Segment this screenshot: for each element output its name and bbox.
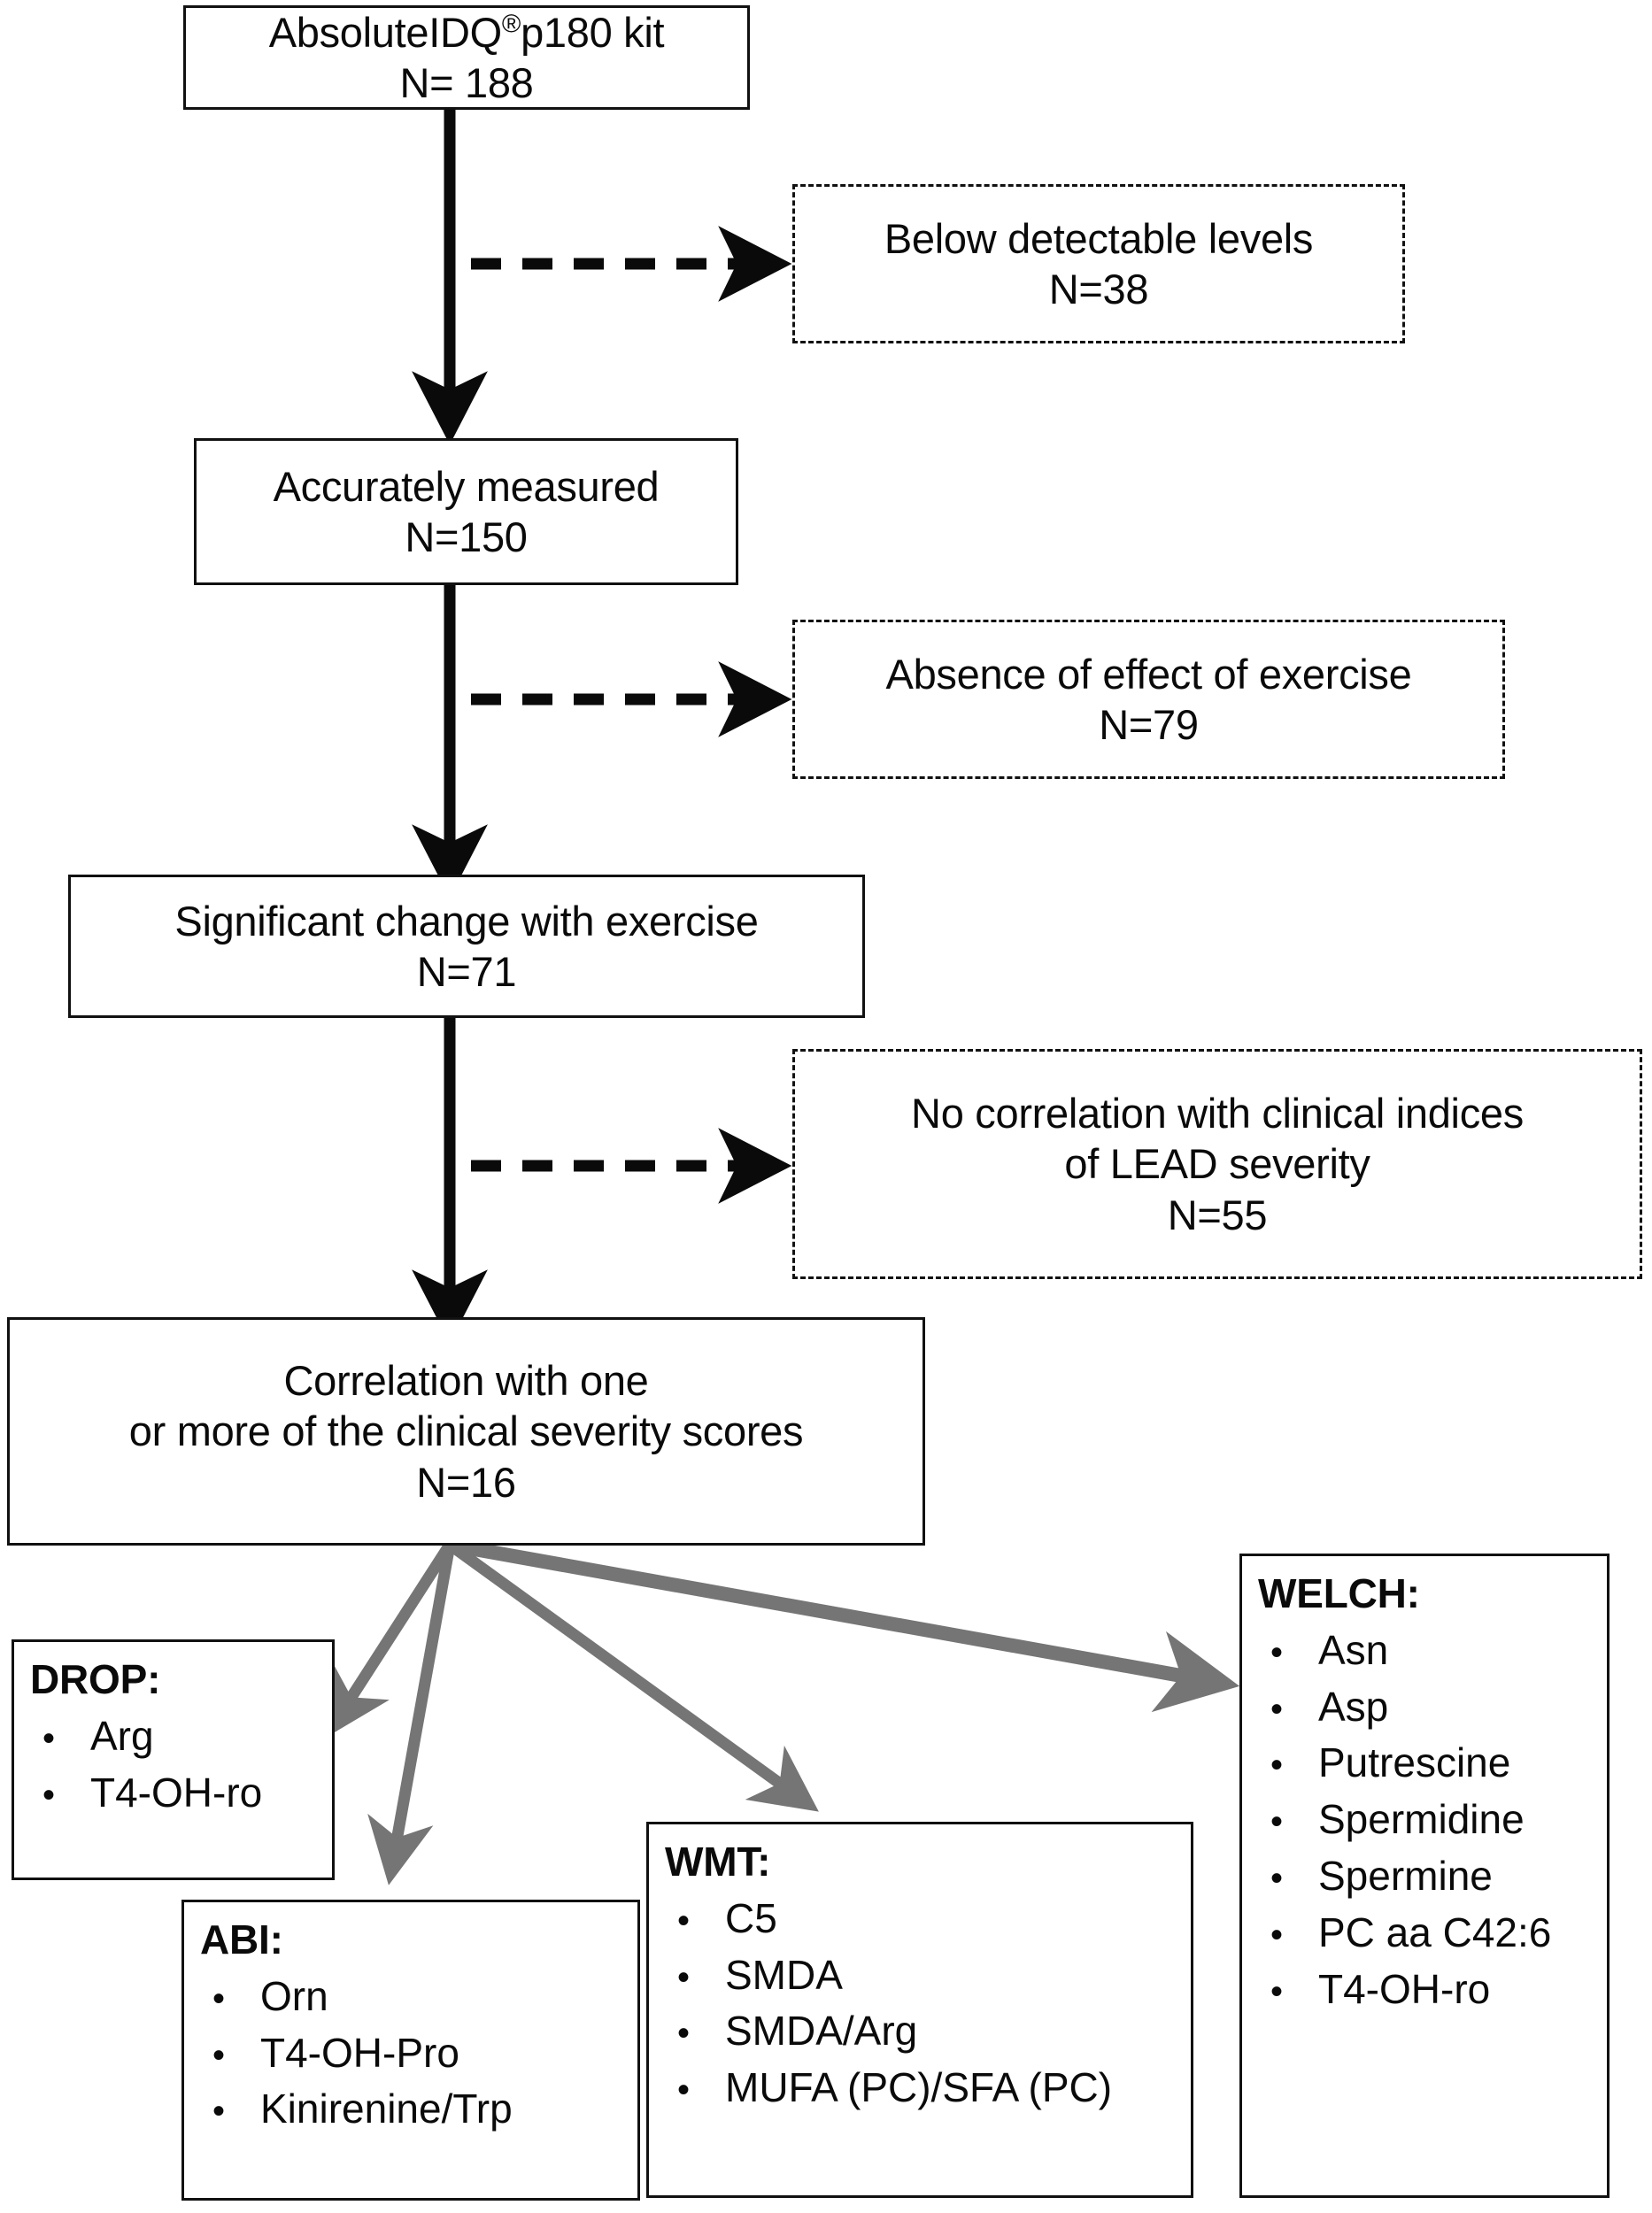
drop-header: DROP:: [30, 1656, 161, 1702]
registered-trademark-icon: ®: [501, 10, 521, 39]
bullet-icon: •: [1270, 1632, 1284, 1672]
exclusion-absence-of-effect: Absence of effect of exercise N=79: [792, 620, 1505, 779]
bullet-icon: •: [212, 2035, 226, 2075]
step-accurately-measured: Accurately measured N=150: [194, 438, 738, 585]
outcome-box-wmt: WMT: • C5 • SMDA • SMDA/Arg • MUFA (PC)/SFA …: [646, 1822, 1193, 2198]
abi-item-0: Orn: [260, 1972, 328, 2019]
drop-item-0: Arg: [90, 1712, 154, 1759]
bullet-icon: •: [677, 1957, 691, 1997]
abi-header: ABI:: [200, 1916, 283, 1962]
drop-item-1: T4-OH-ro: [90, 1769, 263, 1816]
bullet-icon: •: [1270, 1689, 1284, 1729]
bullet-icon: •: [212, 2092, 226, 2132]
bullet-icon: •: [42, 1718, 56, 1758]
exclusion-no-correlation: No correlation with clinical indices of …: [792, 1049, 1642, 1279]
welch-item-0: Asn: [1318, 1626, 1389, 1673]
exclusion-arrows: [471, 226, 792, 1204]
bullet-icon: •: [42, 1775, 56, 1815]
step2-count: N=150: [405, 513, 528, 560]
list-item: • SMDA/Arg: [665, 2008, 1178, 2055]
step-significant-change: Significant change with exercise N=71: [68, 875, 865, 1018]
step2-label: Accurately measured: [273, 462, 660, 510]
bullet-icon: •: [1270, 1859, 1284, 1899]
list-item: • Asp: [1258, 1684, 1594, 1731]
bullet-icon: •: [1270, 1746, 1284, 1785]
step3-label: Significant change with exercise: [174, 897, 759, 945]
abi-item-1: T4-OH-Pro: [260, 2029, 459, 2076]
wmt-item-0: C5: [725, 1894, 777, 1941]
bullet-icon: •: [677, 2014, 691, 2054]
list-item: • SMDA: [665, 1952, 1178, 2000]
wmt-item-2: SMDA/Arg: [725, 2008, 918, 2055]
abi-item-2: Kinirenine/Trp: [260, 2086, 513, 2132]
welch-item-2: Putrescine: [1318, 1739, 1511, 1786]
welch-item-list: • Asn • Asp • Putrescine • Spermidine • Sperm…: [1258, 1627, 1594, 2014]
wmt-item-3: MUFA (PC)/SFA (PC): [725, 2064, 1113, 2111]
outcome-fan-arrows: [325, 1538, 1240, 1885]
welch-item-3: Spermidine: [1318, 1796, 1525, 1843]
list-item: • C5: [665, 1895, 1178, 1943]
wmt-header: WMT:: [665, 1839, 771, 1885]
drop-item-list: • Arg • T4-OH-ro: [30, 1713, 320, 1817]
list-item: • Putrescine: [1258, 1739, 1594, 1787]
bullet-icon: •: [677, 1901, 691, 1940]
list-item: • Orn: [200, 1973, 625, 2021]
step4-count: N=16: [416, 1458, 516, 1506]
bullet-icon: •: [677, 2070, 691, 2110]
excl1-count: N=38: [1048, 266, 1149, 312]
excl2-label: Absence of effect of exercise: [885, 650, 1412, 698]
list-item: • Kinirenine/Trp: [200, 2086, 625, 2133]
excl3-line1: No correlation with clinical indices: [911, 1090, 1524, 1137]
outcome-box-drop: DROP: • Arg • T4-OH-ro: [12, 1639, 335, 1880]
step-absoluteidq-kit: AbsoluteIDQ®p180 kit N= 188: [183, 5, 750, 110]
bullet-icon: •: [1270, 1971, 1284, 2011]
welch-item-4: Spermine: [1318, 1853, 1493, 1900]
list-item: • T4-OH-Pro: [200, 2030, 625, 2078]
wmt-item-1: SMDA: [725, 1951, 843, 1998]
step4-line1: Correlation with one: [283, 1357, 649, 1404]
welch-item-6: T4-OH-ro: [1318, 1965, 1491, 2012]
excl3-line2: of LEAD severity: [1064, 1140, 1370, 1188]
list-item: • Spermine: [1258, 1853, 1594, 1901]
step1-label: AbsoluteIDQ®p180 kit: [268, 8, 665, 56]
excl3-count: N=55: [1167, 1191, 1268, 1238]
bullet-icon: •: [1270, 1915, 1284, 1955]
welch-header: WELCH:: [1258, 1570, 1420, 1616]
list-item: • Asn: [1258, 1627, 1594, 1675]
welch-item-1: Asp: [1318, 1683, 1389, 1730]
exclusion-below-detectable-levels: Below detectable levels N=38: [792, 184, 1405, 343]
outcome-box-welch: WELCH: • Asn • Asp • Putrescine • Spermidine…: [1239, 1554, 1610, 2198]
list-item: • Spermidine: [1258, 1796, 1594, 1844]
list-item: • MUFA (PC)/SFA (PC): [665, 2064, 1178, 2112]
bullet-icon: •: [212, 1978, 226, 2018]
list-item: • PC aa C42:6: [1258, 1909, 1594, 1957]
abi-item-list: • Orn • T4-OH-Pro • Kinirenine/Trp: [200, 1973, 625, 2133]
excl1-label: Below detectable levels: [884, 214, 1314, 262]
step4-line2: or more of the clinical severity scores: [128, 1407, 804, 1455]
welch-item-5: PC aa C42:6: [1318, 1908, 1552, 1955]
list-item: • T4-OH-ro: [1258, 1966, 1594, 2014]
list-item: • T4-OH-ro: [30, 1770, 320, 1817]
wmt-item-list: • C5 • SMDA • SMDA/Arg • MUFA (PC)/SFA (PC): [665, 1895, 1178, 2112]
step3-count: N=71: [416, 948, 517, 995]
excl2-count: N=79: [1099, 701, 1199, 748]
bullet-icon: •: [1270, 1802, 1284, 1842]
step1-count: N= 188: [399, 59, 534, 106]
step-correlation-with-severity: Correlation with one or more of the clin…: [7, 1317, 925, 1546]
list-item: • Arg: [30, 1713, 320, 1761]
outcome-box-abi: ABI: • Orn • T4-OH-Pro • Kinirenine/Trp: [181, 1900, 640, 2201]
